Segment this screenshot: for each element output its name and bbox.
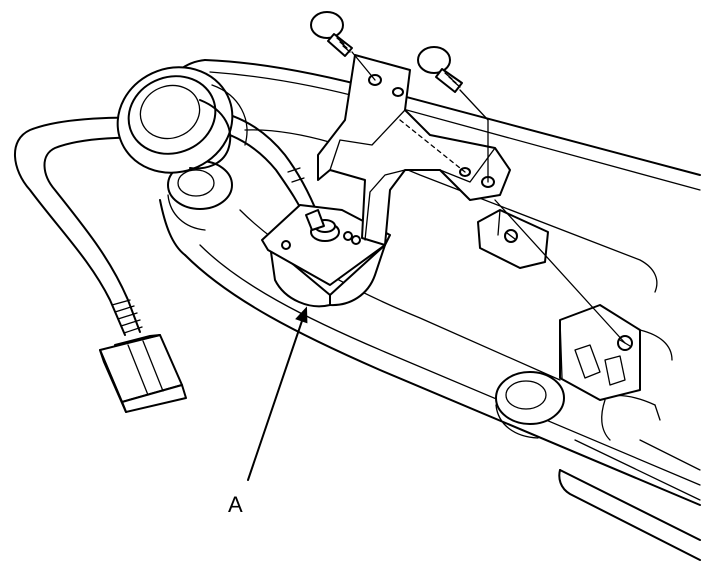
screw-icon — [417, 46, 463, 93]
callout-label-a: A — [228, 492, 243, 517]
grommet — [116, 66, 248, 174]
alignment-lines — [351, 51, 489, 183]
callout-a: A — [228, 306, 308, 517]
screw-icon — [310, 11, 353, 57]
latch-tab — [559, 304, 673, 401]
alignment-line — [494, 199, 626, 344]
bracket-hole-icon — [392, 87, 404, 97]
harness-connector — [99, 334, 187, 413]
mount-boss-right — [495, 371, 565, 439]
trunk-switch — [261, 204, 391, 308]
wire-harness — [14, 109, 319, 336]
mounting-pad — [477, 209, 549, 269]
